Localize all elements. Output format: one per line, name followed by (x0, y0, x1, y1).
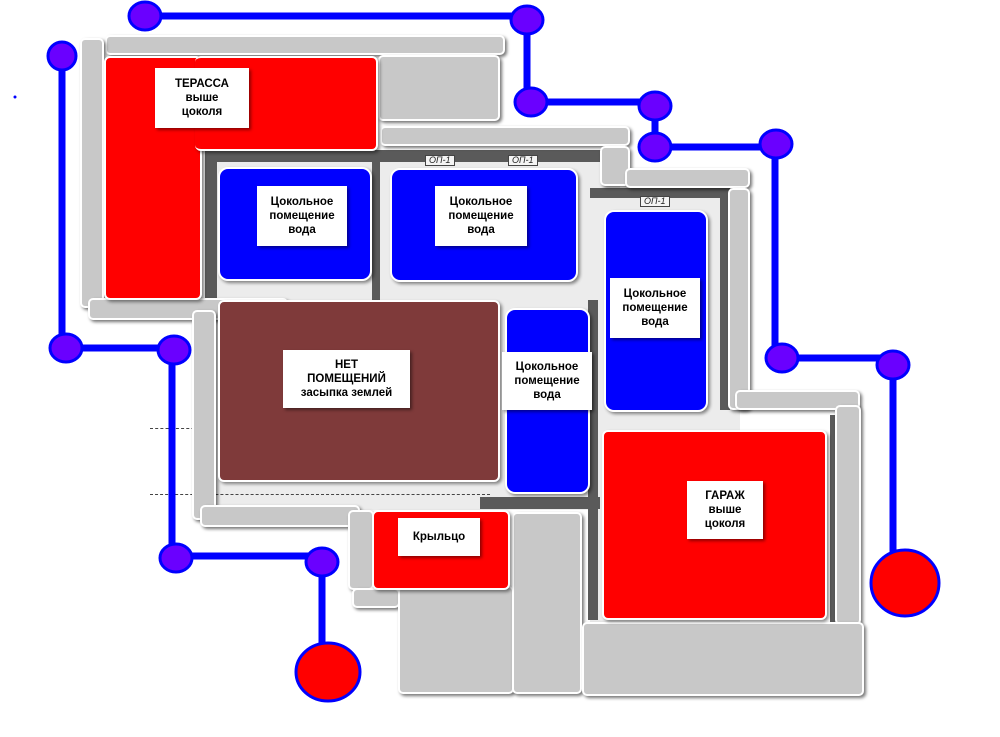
gray-block-top-right (378, 55, 500, 121)
gray-block-bottom-tall (512, 512, 582, 694)
label-porch: Крыльцо (398, 518, 480, 556)
node-left-low-2 (304, 546, 340, 578)
node-left-mid (48, 332, 84, 364)
node-right-top (758, 128, 794, 160)
endpoint-right (869, 548, 941, 618)
wall-mid-vertical (372, 160, 380, 300)
node-right-mid (764, 342, 800, 374)
op-marker-1: ОП-1 (425, 155, 455, 166)
endpoint-left (294, 641, 362, 703)
gray-block-bar-3 (625, 168, 750, 188)
gray-block-top-long (105, 35, 505, 55)
gray-block-garage-top (735, 390, 860, 410)
node-top-left (127, 0, 163, 32)
gray-block-bottom-wide (582, 622, 864, 696)
node-mid-2 (637, 90, 673, 122)
node-left-mid-2 (156, 334, 192, 366)
wall-right-vertical (720, 190, 730, 410)
wall-left (205, 150, 217, 300)
node-mid-3 (637, 131, 673, 163)
dashed-line-lower (150, 494, 490, 495)
gray-block-garage-right (835, 405, 861, 625)
op-marker-3: ОП-1 (640, 196, 670, 207)
stray-dot (13, 95, 17, 99)
node-left-top (46, 40, 78, 72)
gray-block-left-strip (80, 38, 104, 308)
wall-bottom (480, 497, 600, 509)
wall-right-upper (590, 188, 730, 198)
node-right-mid-2 (875, 349, 911, 381)
node-mid-1 (513, 86, 549, 118)
gray-block-left-mid (192, 310, 216, 520)
wall-center-vertical (588, 300, 598, 620)
dashed-line-upper (150, 428, 210, 429)
wall-garage-right (830, 415, 838, 625)
node-left-low (158, 542, 194, 574)
node-top-mid (509, 4, 545, 36)
op-marker-2: ОП-1 (508, 155, 538, 166)
gray-block-bar-2 (380, 126, 630, 146)
